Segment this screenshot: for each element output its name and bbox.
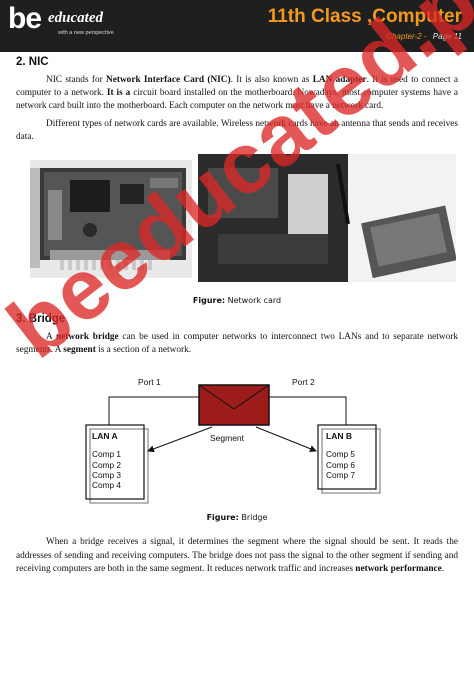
bold-term: Network Interface Card (NIC) [106, 75, 231, 85]
wireless-network-card-photo [198, 154, 456, 283]
caption-label: Figure: [192, 296, 226, 306]
network-card-figure [16, 154, 458, 294]
page-title: 11th Class ,Computer [267, 6, 462, 27]
lan-b-comp-list: Comp 5 Comp 6 Comp 7 [326, 449, 355, 480]
lan-a-box [85, 424, 145, 501]
text-run: . It is used to connect a computer to a … [16, 75, 458, 99]
segment-arrow-left [147, 426, 213, 453]
lan-b-box [317, 424, 377, 491]
nic-paragraph-1: NIC stands for Network Interface Card (N… [16, 74, 458, 114]
bold-term: It is a [106, 88, 131, 99]
logo-tagline: with a new perspective [58, 30, 114, 36]
text-run: . [441, 563, 445, 574]
header-banner: be educated with a new perspective 11th … [0, 0, 474, 52]
lan-a-comp: Comp 2 [92, 459, 122, 470]
text-run: NIC stands for [46, 75, 107, 85]
port2-label: Port 2 [292, 377, 315, 388]
lan-b-comp: Comp 6 [326, 459, 356, 470]
bridge-heading: 3. Bridge [16, 313, 66, 326]
text-run: can be used in computer networks to inte… [16, 332, 458, 356]
caption-label: Figure: [206, 513, 239, 523]
segment-label: Segment [210, 433, 245, 444]
lan-a-comp-list: Comp 1 Comp 2 Comp 3 Comp 4 [92, 449, 121, 490]
text-run: . It is also known as [230, 75, 313, 85]
port1-line [108, 396, 199, 426]
lan-a-comp: Comp 4 [92, 480, 122, 491]
text-run: A [46, 332, 56, 343]
port2-line [269, 396, 347, 426]
text-run: circuit board installed on the motherboa… [16, 88, 458, 112]
bridge-diagram-lines [85, 384, 381, 504]
chapter-separator: - [423, 32, 427, 41]
nic-paragraph-2: Different types of network cards are ava… [16, 118, 458, 142]
text-run: is a section of a network. [95, 345, 192, 356]
lan-a-comp: Comp 3 [92, 469, 122, 480]
chapter-page-info: Chapter-2 - Page 11 [386, 32, 462, 41]
port1-label: Port 1 [138, 377, 161, 388]
bridge-diagram: Port 1 Port 2 Segment LAN A Comp 1 Comp … [16, 361, 458, 511]
lan-a-comp: Comp 1 [92, 449, 122, 460]
page-content: 2. NIC NIC stands for Network Interface … [16, 56, 458, 576]
logo-educated: educated [48, 10, 103, 26]
bridge-device [198, 384, 270, 427]
lan-b-comp: Comp 5 [326, 449, 356, 460]
lan-a-title: LAN A [92, 431, 118, 442]
network-card-photo [30, 160, 192, 279]
network-card-caption: Figure: Network card [16, 296, 458, 305]
bridge-paragraph-2: When a bridge receives a signal, it dete… [16, 536, 458, 576]
beeducated-logo[interactable]: be educated with a new perspective [8, 2, 148, 44]
bold-term: network bridge [55, 332, 119, 343]
caption-text: Network card [225, 296, 282, 306]
segment-arrow-right [255, 426, 317, 453]
bridge-paragraph-1: A network bridge can be used in computer… [16, 331, 458, 357]
lan-b-title: LAN B [326, 431, 352, 442]
bold-term: segment [63, 345, 96, 356]
caption-text: Bridge [238, 513, 268, 523]
lan-b-comp: Comp 7 [326, 469, 356, 480]
bridge-caption: Figure: Bridge [16, 513, 458, 522]
page-number: Page 11 [432, 32, 462, 41]
logo-be: be [8, 2, 42, 35]
chapter-label: Chapter-2 [386, 32, 422, 41]
text-run: When a bridge receives a signal, it dete… [16, 537, 458, 574]
bold-term: network performance [355, 563, 442, 574]
bold-term: LAN adapter [312, 75, 367, 85]
nic-heading: 2. NIC [16, 56, 49, 68]
